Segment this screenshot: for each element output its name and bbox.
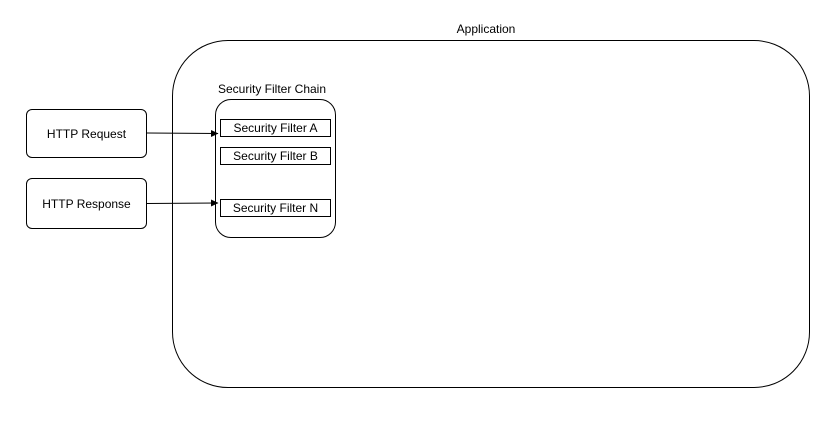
security-filter-n: Security Filter N xyxy=(220,199,331,217)
filter-chain-label: Security Filter Chain xyxy=(217,82,327,96)
application-label: Application xyxy=(456,22,516,36)
security-filter-b: Security Filter B xyxy=(220,147,331,165)
http-response-box: HTTP Response xyxy=(26,178,147,229)
http-request-box: HTTP Request xyxy=(26,109,147,158)
security-filter-a: Security Filter A xyxy=(220,119,331,137)
